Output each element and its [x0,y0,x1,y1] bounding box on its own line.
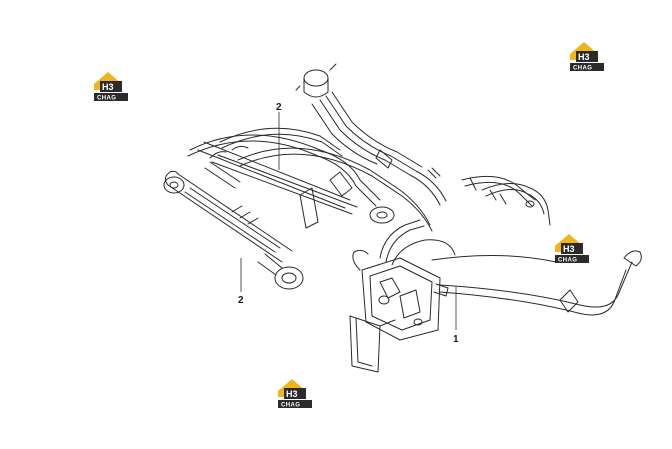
logo-name: CHAG [281,403,300,409]
mounting-bracket [349,315,396,373]
logo-mark: H3 [286,389,298,399]
logo-mark: H3 [563,244,575,254]
valve-block [352,219,456,341]
hose-right [431,250,642,316]
logo-mark: H3 [102,82,114,92]
logo-mark: H3 [578,52,590,62]
hose-bundle-top [295,63,551,226]
hose-bundle-upper [187,127,433,232]
callout-label-2: 2 [238,295,244,306]
hydraulic-cylinder-upper [197,141,395,229]
watermark-logo-1: H3 CHAG [94,72,128,102]
hydraulic-cylinder-lower [163,170,304,290]
watermark-logo-4: H3 CHAG [278,379,312,409]
callout-label-1: 2 [276,102,282,113]
logo-name: CHAG [97,96,116,102]
logo-name: CHAG [573,66,592,72]
logo-name: CHAG [558,258,577,264]
logo-plate [100,81,122,92]
watermark-logo-2: H3 CHAG [570,42,604,72]
callout-label-3: 1 [453,334,459,345]
watermark-logo-3: H3 CHAG [555,234,589,264]
